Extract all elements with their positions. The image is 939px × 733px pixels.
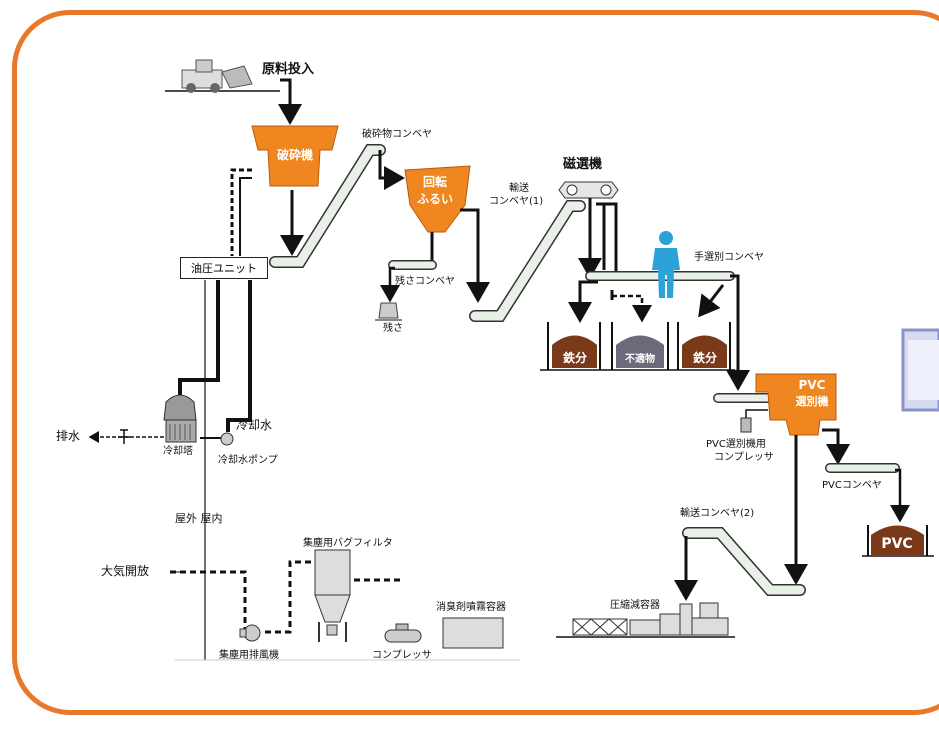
raw-input-label: 原料投入 [262, 62, 315, 77]
nonmetal-label: 不適物 [625, 352, 655, 365]
worker-icon [652, 231, 680, 298]
dust-collection-lines [170, 560, 400, 634]
compactor-icon [556, 602, 735, 638]
cooling-water-label: 冷却水 [236, 418, 273, 432]
screen-label-1: 回転 [423, 174, 447, 189]
atmosphere-release-label: 大気開放 [101, 564, 150, 578]
pvc-bin [862, 525, 934, 557]
side-panel-edge [901, 328, 939, 412]
cooling-tower-label: 冷却塔 [163, 446, 193, 457]
drop-to-nonmetal [612, 294, 652, 323]
compactor-label: 圧縮減容器 [610, 600, 660, 611]
dust-fan-label: 集塵用排風機 [219, 650, 279, 661]
loader-truck-icon [165, 59, 280, 93]
raw-input-arrow [278, 78, 302, 125]
bag-filter-label: 集塵用バグフィルタ [303, 538, 393, 549]
crusher-label: 破砕機 [277, 147, 313, 162]
transport-conveyor-1-label-b: コンベヤ(1) [489, 196, 544, 207]
drain-label: 排水 [56, 429, 81, 443]
pvc-compressor-label-2: コンプレッサ [714, 452, 774, 463]
to-screen-arrow [378, 150, 405, 190]
crushed-conveyor-label: 破砕物コンベヤ [362, 129, 432, 140]
residue-label: 残さ [383, 323, 403, 334]
screen-label-2: ふるい [417, 192, 453, 206]
hydraulic-unit-box: 油圧ユニット [180, 257, 268, 279]
cooling-tower-icon [163, 394, 197, 443]
pvc-sorter-label-2: 選別機 [796, 394, 829, 408]
mag-iron-line [596, 202, 618, 280]
pvc-out-line [822, 428, 850, 465]
bin-frame [540, 322, 735, 371]
magnetic-separator-icon [558, 181, 619, 199]
drop-to-iron-left [568, 280, 598, 323]
dust-fan-icon [239, 624, 261, 642]
screen-pass-line [460, 208, 490, 303]
transport-conveyor-2 [674, 527, 806, 601]
hydraulic-unit-label: 油圧ユニット [191, 262, 257, 275]
compressor-label: コンプレッサ [372, 650, 432, 661]
iron-bin-left [552, 335, 597, 368]
crusher-icon [251, 125, 339, 187]
pvc-conveyor-label: PVCコンベヤ [822, 480, 882, 491]
iron-right-label: 鉄分 [693, 350, 717, 365]
nonmetal-bin [616, 335, 664, 368]
pvc-compressor-icon [740, 409, 768, 433]
drop-to-iron-right [698, 284, 725, 318]
outdoor-indoor-label: 屋外 屋内 [175, 512, 223, 525]
residue-conveyor-label: 残さコンベヤ [395, 276, 455, 287]
iron-bin-right [682, 335, 727, 368]
compressor-icon [384, 623, 422, 643]
pvc-sorter-label-1: PVC [799, 378, 826, 392]
drain-line [88, 429, 164, 444]
magnetic-separator-label: 磁選機 [563, 157, 603, 172]
transport-conveyor-1 [469, 200, 586, 322]
pvc-conveyor [825, 463, 910, 523]
hand-sort-conveyor-label: 手選別コンベヤ [694, 252, 764, 263]
transport-conveyor-2-label: 輸送コンベヤ(2) [680, 508, 755, 519]
rotary-screen-icon [404, 165, 471, 233]
residue-bin-icon [375, 302, 402, 321]
hydraulic-lines [230, 168, 252, 256]
residue-conveyor [380, 260, 437, 303]
transport-conveyor-1-label-a: 輸送 [509, 183, 529, 194]
iron-left-label: 鉄分 [563, 350, 587, 365]
to-pvc-conveyor [726, 274, 750, 391]
pvc-sorter-icon [755, 373, 837, 436]
pvc-bin-label: PVC [881, 536, 912, 552]
rounded-frame [12, 10, 939, 715]
cooling-lines [178, 280, 252, 439]
bag-filter-icon [314, 549, 351, 642]
pvc-compressor-label-1: PVC選別機用 [706, 439, 766, 450]
deodorant-tank-icon [442, 617, 504, 649]
deodorant-tank-label: 消臭剤噴霧容器 [436, 602, 506, 613]
cooling-pump-label: 冷却水ポンプ [218, 455, 278, 466]
screen-residue-line [400, 232, 434, 264]
crushed-conveyor [269, 144, 386, 268]
cooling-pump-icon [220, 432, 234, 446]
